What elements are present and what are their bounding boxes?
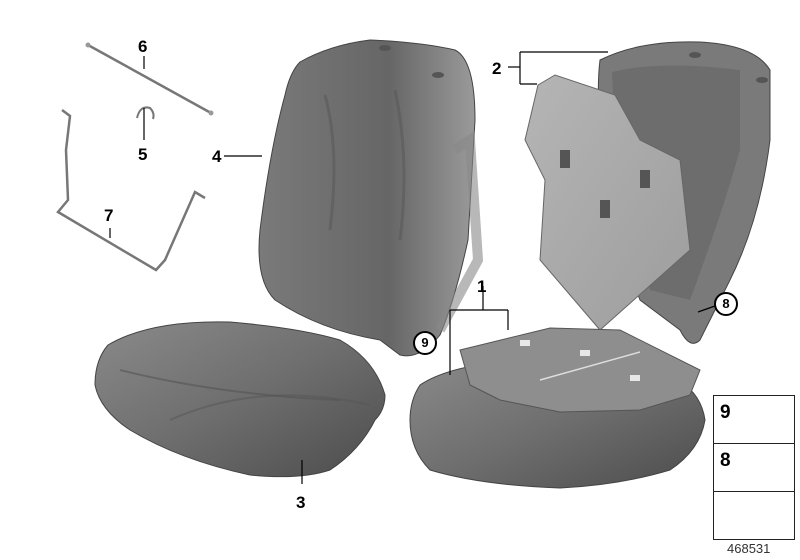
callout-8-circled: 8 [714,292,738,316]
callout-1: 1 [477,277,487,296]
callout-2: 2 [492,59,502,78]
legend-item-8: 8 [714,444,794,492]
document-number: 468531 [727,541,771,556]
part-3-seat-cushion [94,321,386,478]
part-2-backrest-heater [524,41,771,344]
callout-5: 5 [138,145,148,164]
part-5-clip [136,106,155,120]
part-7-wire-frame [56,109,206,272]
callout-3: 3 [296,493,306,512]
small-parts-legend: 9 8 [713,395,795,540]
callout-4: 4 [212,147,222,166]
legend-label-9: 9 [720,402,731,423]
legend-item-arrow [714,492,794,539]
part-1-seat-heater [409,327,706,489]
part-6-wire-rod [85,42,214,116]
legend-label-8: 8 [720,450,731,471]
leader-lines [109,51,716,484]
callout-6: 6 [138,37,148,56]
callout-7: 7 [104,206,114,225]
callout-9-circled: 9 [413,331,437,355]
legend-item-9: 9 [714,396,794,444]
part-4-backrest-foam [258,39,484,357]
